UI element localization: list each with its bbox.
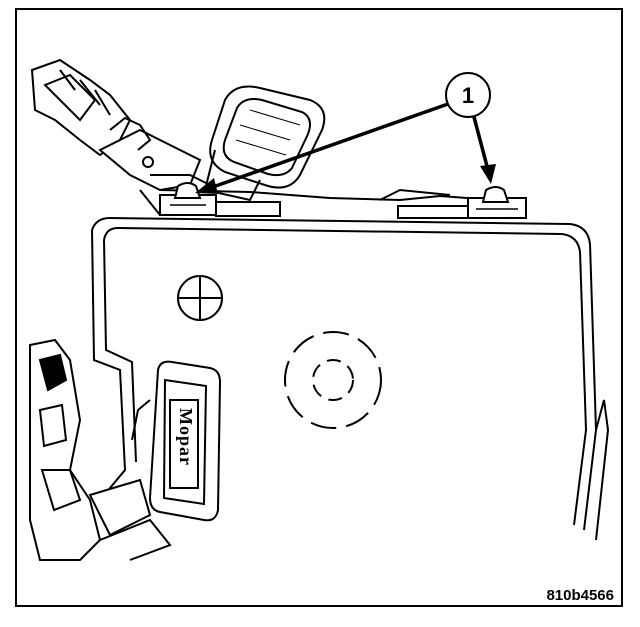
border-frame — [15, 8, 623, 607]
callout-1-circle — [445, 72, 491, 118]
callout-1-leader-right — [472, 116, 490, 171]
svg-text:Mopar: Mopar — [176, 408, 196, 466]
callout-1: 1 — [195, 72, 496, 194]
module-housing — [91, 216, 610, 541]
figure-reference-code: 810b4566 — [546, 587, 614, 604]
dashed-circle-feature — [284, 331, 382, 429]
label-plate: Mopar — [131, 360, 222, 522]
top-rail-slots — [215, 201, 469, 219]
module-top-edge — [159, 188, 521, 203]
retaining-clip-right — [467, 186, 527, 219]
lower-left-bracket — [29, 338, 172, 561]
callout-1-arrowhead-right — [480, 164, 496, 184]
label-plate-logo: Mopar — [176, 408, 196, 466]
mounting-crosshair — [177, 275, 223, 321]
callout-1-arrowhead-left — [195, 178, 218, 194]
callout-1-label: 1 — [462, 83, 474, 108]
callout-1-leader-left — [209, 102, 449, 190]
retaining-clip-left — [159, 182, 217, 216]
connector-housing — [203, 85, 326, 202]
